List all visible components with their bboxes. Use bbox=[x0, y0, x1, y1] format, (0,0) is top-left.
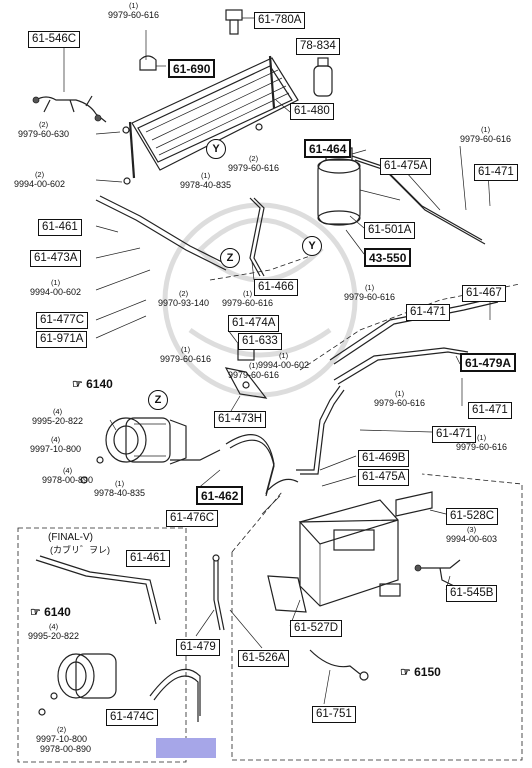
part-61-527D[interactable]: 61-527D bbox=[290, 620, 343, 637]
part-61-461[interactable]: 61-461 bbox=[38, 219, 82, 236]
part-61-466[interactable]: 61-466 bbox=[254, 279, 298, 296]
harness-545B bbox=[414, 559, 461, 587]
bolt-label: 9978-00-890 bbox=[40, 744, 92, 754]
bolt-label: (1)9994-00-602 bbox=[258, 351, 310, 370]
part-61-474A[interactable]: 61-474A bbox=[228, 315, 280, 332]
marker-y-upper: Y bbox=[206, 139, 226, 159]
ref-6140-lower[interactable]: ☞ 6140 bbox=[30, 605, 71, 619]
bolt-label: (2)9994-00-602 bbox=[14, 170, 66, 189]
part-61-971A[interactable]: 61-971A bbox=[36, 331, 88, 348]
condenser bbox=[122, 55, 299, 185]
part-61-462[interactable]: 61-462 bbox=[196, 486, 244, 505]
bolt-label: (4)9995-20-822 bbox=[28, 622, 80, 641]
part-61-546C[interactable]: 61-546C bbox=[28, 31, 81, 48]
part-61-471-right[interactable]: 61-471 bbox=[468, 402, 512, 419]
bolt-label: (1)9994-00-602 bbox=[30, 278, 82, 297]
connector-690 bbox=[139, 30, 166, 71]
part-61-751[interactable]: 61-751 bbox=[312, 706, 356, 723]
pipe-526A bbox=[212, 554, 225, 631]
bolt-label: (4)9995-20-822 bbox=[32, 407, 84, 426]
bolt-label: (1)9979-60-616 bbox=[456, 433, 508, 452]
bolt-label: (1)9978-40-835 bbox=[180, 171, 232, 190]
oil-bottle bbox=[313, 57, 333, 97]
part-61-475A-mid[interactable]: 61-475A bbox=[358, 469, 410, 486]
part-61-633[interactable]: 61-633 bbox=[238, 333, 282, 350]
part-78-834[interactable]: 78-834 bbox=[296, 38, 340, 55]
leader-lines bbox=[95, 99, 491, 705]
bolt-label: (1)9979-60-616 bbox=[222, 289, 274, 308]
marker-y-lower: Y bbox=[302, 236, 322, 256]
part-61-526A[interactable]: 61-526A bbox=[238, 650, 290, 667]
part-61-501A[interactable]: 61-501A bbox=[364, 222, 416, 239]
part-61-475A-top[interactable]: 61-475A bbox=[380, 158, 432, 175]
part-43-550[interactable]: 43-550 bbox=[364, 248, 412, 267]
ref-6140-upper[interactable]: ☞ 6140 bbox=[72, 377, 113, 391]
part-61-474C[interactable]: 61-474C bbox=[106, 709, 159, 726]
evaporator-unit bbox=[267, 491, 433, 613]
part-61-476C[interactable]: 61-476C bbox=[166, 510, 219, 527]
bolt-label: (2)9979-60-616 bbox=[228, 154, 280, 173]
part-61-467[interactable]: 61-467 bbox=[462, 285, 506, 302]
highlight-box[interactable] bbox=[156, 738, 216, 758]
part-61-477C[interactable]: 61-477C bbox=[36, 312, 89, 329]
part-61-464[interactable]: 61-464 bbox=[304, 139, 352, 158]
part-61-479[interactable]: 61-479 bbox=[176, 639, 220, 656]
marker-z-lower: Z bbox=[148, 390, 168, 410]
bolt-label: (2)9970-93-140 bbox=[158, 289, 210, 308]
part-61-469B[interactable]: 61-469B bbox=[358, 450, 410, 467]
compressor-upper bbox=[80, 417, 187, 484]
bolt-label: (3)9994-00-603 bbox=[446, 525, 498, 544]
wiring-harness bbox=[32, 44, 107, 123]
marker-z-upper: Z bbox=[220, 248, 240, 268]
bolt-label: (1)9979-60-616 bbox=[160, 345, 212, 364]
part-61-528C[interactable]: 61-528C bbox=[446, 508, 499, 525]
part-61-480[interactable]: 61-480 bbox=[290, 103, 334, 120]
part-61-471-top-right[interactable]: 61-471 bbox=[474, 164, 518, 181]
inset-title: (FINAL-V) bbox=[48, 532, 93, 543]
bolt-label: (1)9978-40-835 bbox=[94, 479, 146, 498]
part-61-690[interactable]: 61-690 bbox=[168, 59, 216, 78]
part-61-471-center[interactable]: 61-471 bbox=[432, 426, 476, 443]
part-61-473A[interactable]: 61-473A bbox=[30, 250, 82, 267]
bolt-label: (2)9979-60-630 bbox=[18, 120, 70, 139]
bolt-label: (1)9979-60-616 bbox=[108, 1, 160, 20]
bolt-label: (4)9997-10-800 bbox=[30, 435, 82, 454]
bolt-label: (4)9978-00-890 bbox=[42, 466, 94, 485]
part-61-780A[interactable]: 61-780A bbox=[254, 12, 306, 29]
ref-6150[interactable]: ☞ 6150 bbox=[400, 665, 441, 679]
part-61-471-mid[interactable]: 61-471 bbox=[406, 304, 450, 321]
part-61-479A[interactable]: 61-479A bbox=[460, 353, 517, 372]
bolt-label: (2)9997-10-800 bbox=[36, 725, 88, 744]
part-61-545B[interactable]: 61-545B bbox=[446, 585, 498, 602]
receiver-drier bbox=[317, 147, 401, 226]
bolt-label: (1)9979-60-616 bbox=[374, 389, 426, 408]
bolt-label: (1)9979-60-616 bbox=[228, 361, 280, 380]
inset-subtitle: (カブリ゛ヲレ) bbox=[50, 545, 110, 555]
drain-hose bbox=[309, 649, 369, 681]
part-61-461-lower[interactable]: 61-461 bbox=[126, 550, 170, 567]
bolt-label: (1)9979-60-616 bbox=[344, 283, 396, 302]
bolt-label: (1)9979-60-616 bbox=[460, 125, 512, 144]
part-61-473H[interactable]: 61-473H bbox=[214, 411, 267, 428]
